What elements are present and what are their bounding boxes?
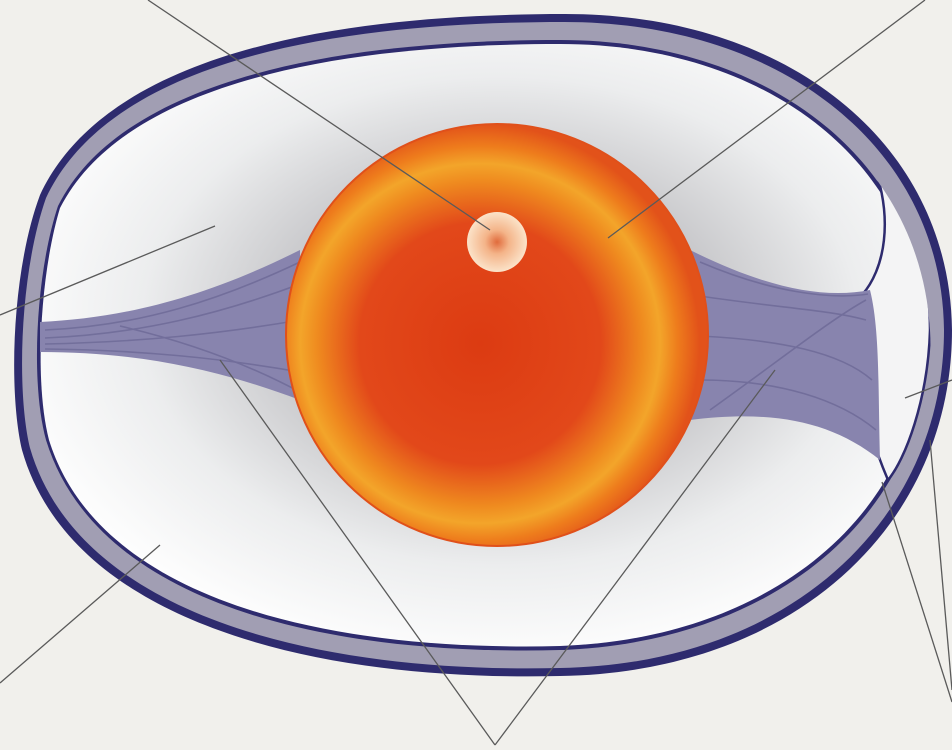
leader-line-shell <box>0 545 160 683</box>
yolk <box>286 124 708 546</box>
leader-line-membrane-1 <box>930 440 952 690</box>
leader-line-membrane-2 <box>882 482 952 702</box>
